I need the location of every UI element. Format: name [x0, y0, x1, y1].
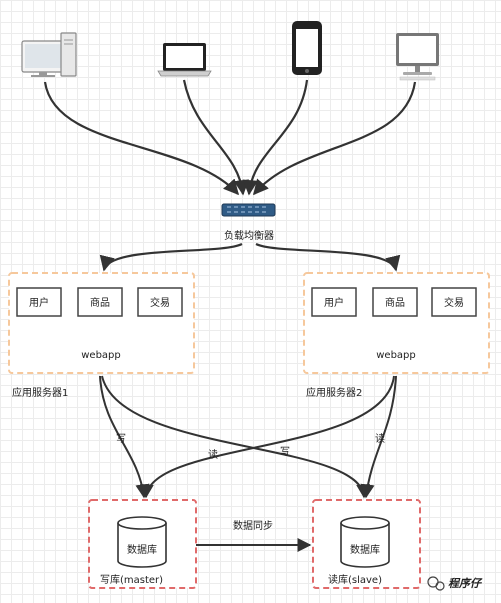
module-user: 用户	[311, 287, 357, 317]
smartphone-icon	[292, 21, 322, 75]
db-caption: 写库(master)	[100, 573, 163, 586]
module-product: 商品	[372, 287, 418, 317]
module-trade: 交易	[137, 287, 183, 317]
server-1-label: 应用服务器1	[12, 386, 68, 399]
monitor-icon	[396, 33, 439, 81]
server-to-db-connectors	[99, 375, 397, 499]
app-server-1: 用户 商品 交易 webapp	[8, 272, 195, 374]
webapp-label: webapp	[81, 350, 121, 361]
svg-text:商品: 商品	[385, 296, 405, 309]
load-balancer-switch-icon	[221, 203, 276, 217]
webapp-label: webapp	[376, 350, 416, 361]
svg-text:用户: 用户	[324, 296, 344, 309]
server-2-label: 应用服务器2	[306, 386, 362, 399]
svg-text:交易: 交易	[150, 296, 170, 309]
slave-database: 数据库 读库(slave)	[312, 499, 421, 589]
database-cylinder-icon	[340, 516, 390, 568]
watermark: 程序仔	[427, 576, 483, 591]
client-connectors	[43, 79, 417, 196]
module-user: 用户	[16, 287, 62, 317]
svg-text:程序仔: 程序仔	[448, 577, 483, 590]
read-label-1: 读	[208, 448, 218, 461]
database-cylinder-icon	[117, 516, 167, 568]
sync-label: 数据同步	[233, 519, 273, 532]
lb-to-server-connectors	[99, 242, 401, 272]
db-title: 数据库	[350, 543, 380, 556]
svg-text:用户: 用户	[29, 296, 49, 309]
master-database: 数据库 写库(master)	[88, 499, 197, 589]
module-product: 商品	[77, 287, 123, 317]
svg-text:商品: 商品	[90, 296, 110, 309]
svg-text:交易: 交易	[444, 296, 464, 309]
db-caption: 读库(slave)	[328, 573, 382, 586]
read-label-2: 读	[375, 432, 385, 445]
app-server-2: 用户 商品 交易 webapp	[303, 272, 490, 374]
module-trade: 交易	[431, 287, 477, 317]
db-title: 数据库	[127, 543, 157, 556]
load-balancer-label: 负载均衡器	[224, 229, 274, 242]
laptop-icon	[157, 43, 212, 77]
desktop-pc-icon	[21, 32, 77, 77]
write-label-2: 写	[280, 446, 290, 458]
write-label-1: 写	[116, 433, 126, 445]
